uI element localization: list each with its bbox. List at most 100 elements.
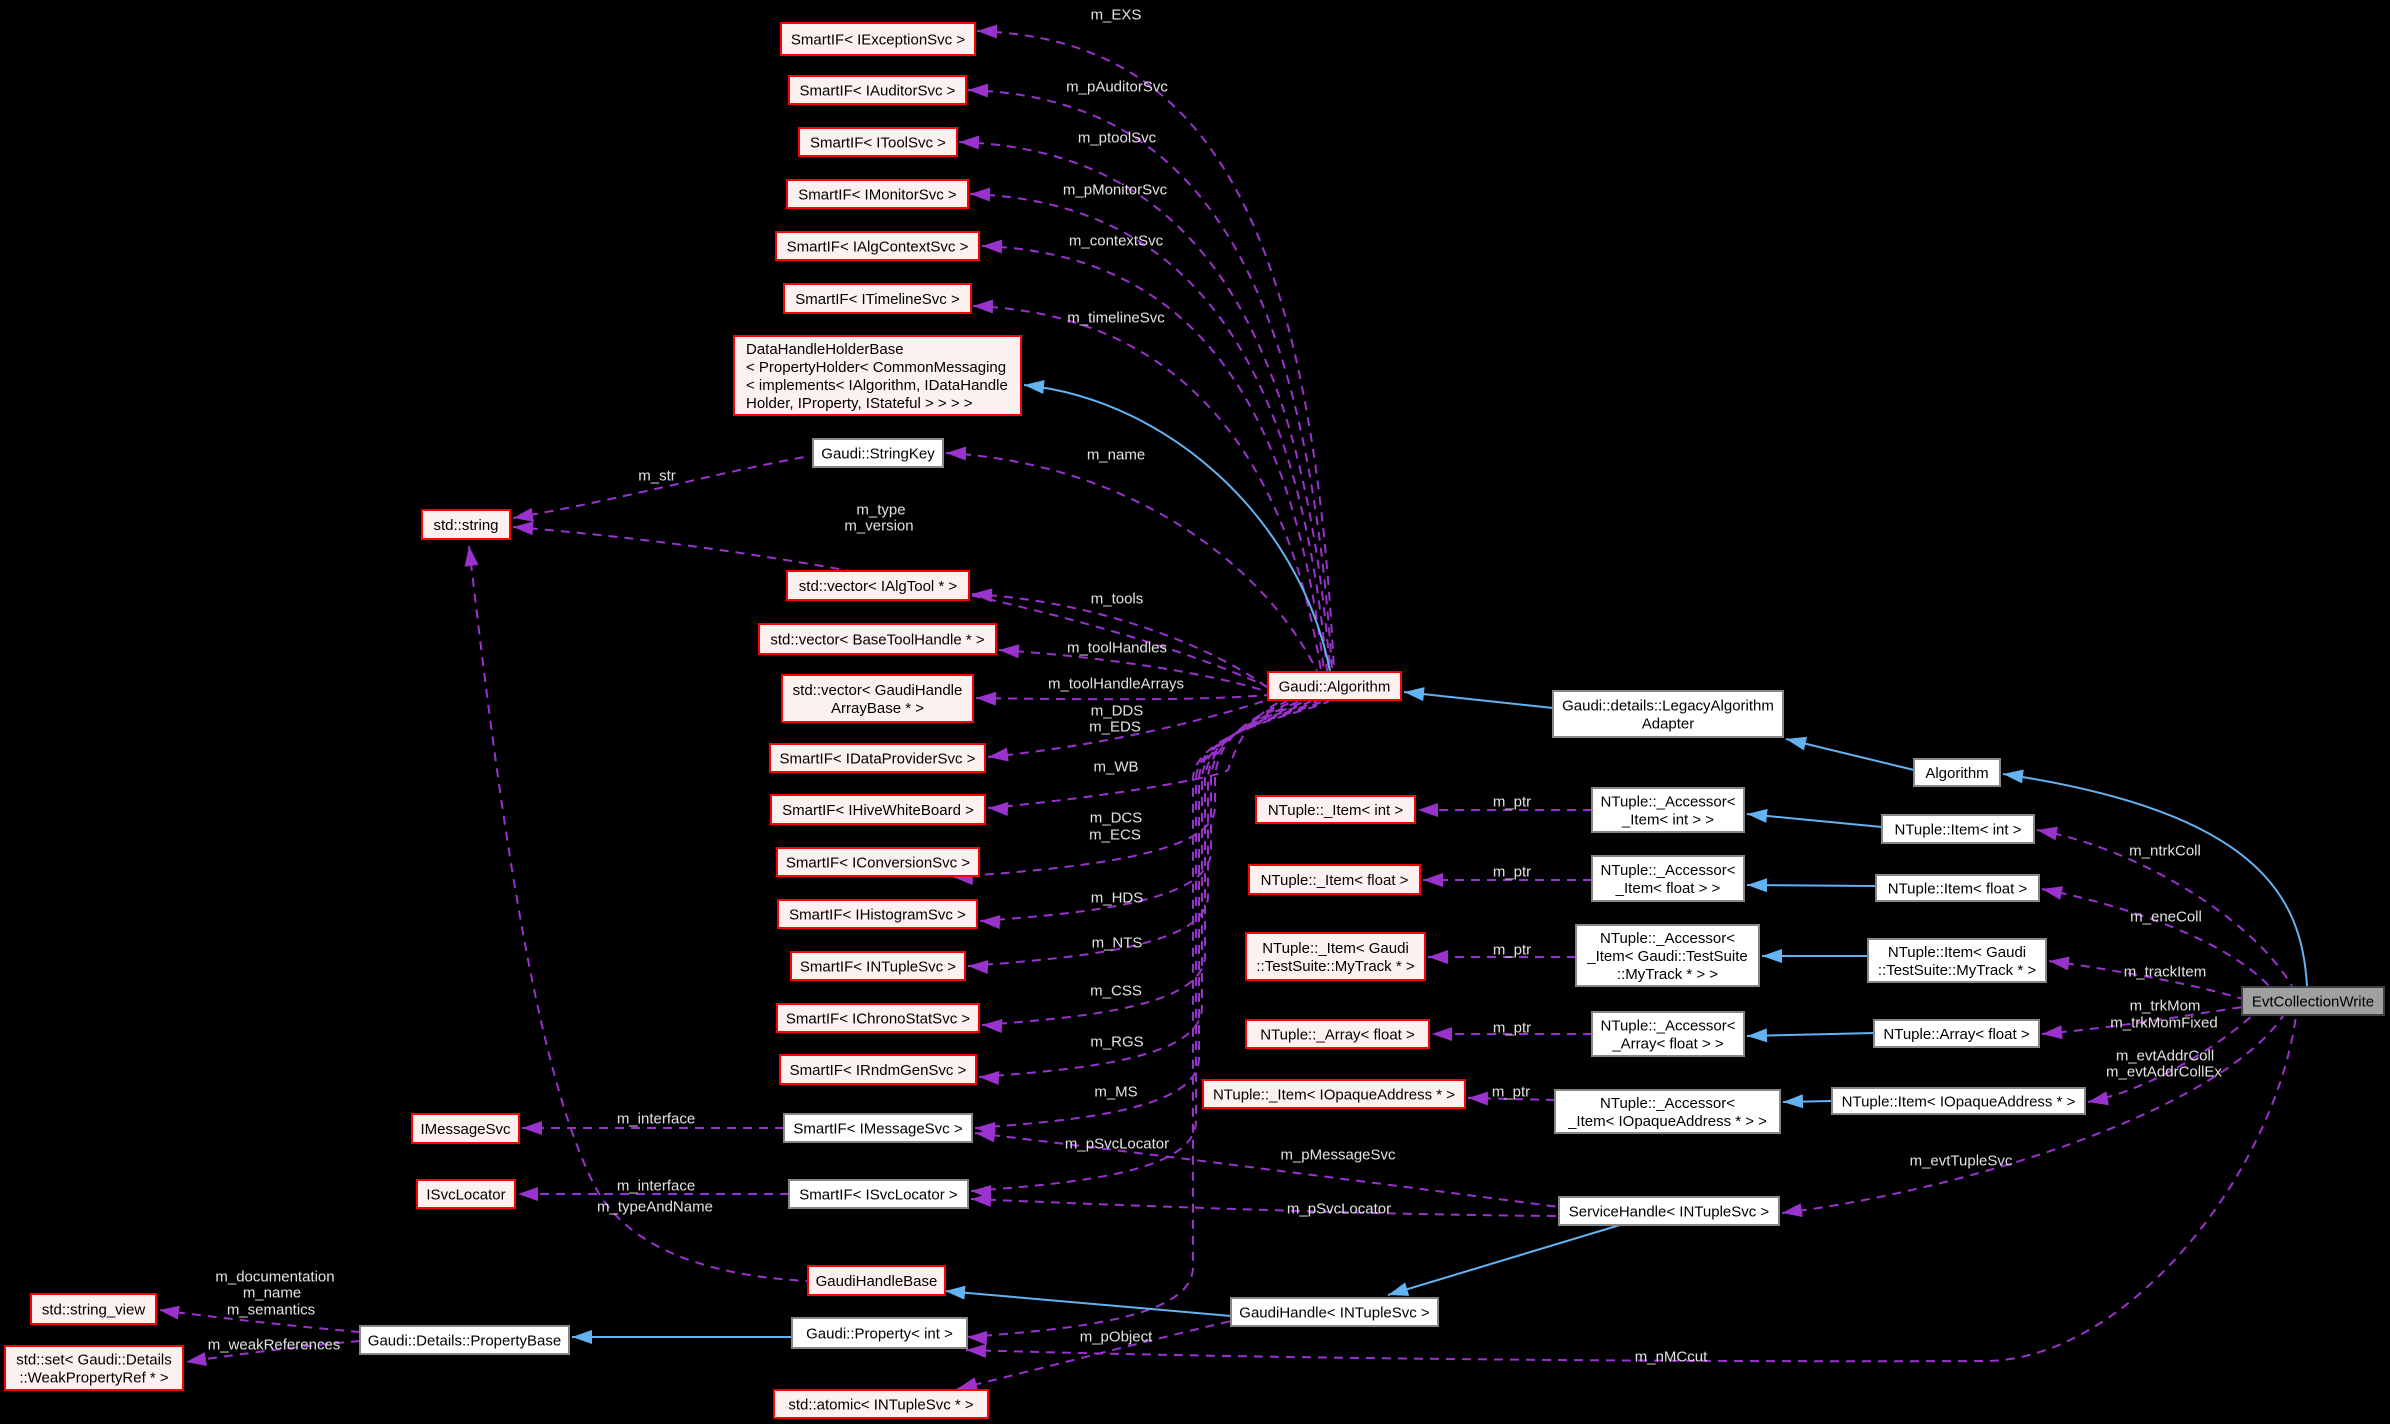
svg-text:m_pAuditorSvc: m_pAuditorSvc <box>1066 78 1168 95</box>
svg-text:m_pSvcLocator: m_pSvcLocator <box>1287 1200 1391 1217</box>
svg-text:SmartIF< INTupleSvc >: SmartIF< INTupleSvc > <box>800 958 956 975</box>
svg-text:m_ptr: m_ptr <box>1493 941 1531 958</box>
svg-text:m_pSvcLocator: m_pSvcLocator <box>1065 1135 1169 1152</box>
svg-text:ArrayBase * >: ArrayBase * > <box>831 700 924 717</box>
svg-text:SmartIF< IMonitorSvc >: SmartIF< IMonitorSvc > <box>798 186 957 203</box>
svg-text:m_nMCcut: m_nMCcut <box>1635 1348 1708 1365</box>
svg-text:std::string_view: std::string_view <box>42 1301 146 1318</box>
svg-text:NTuple::_Accessor<: NTuple::_Accessor< <box>1601 793 1736 810</box>
svg-text:m_trkMom: m_trkMom <box>2130 997 2201 1014</box>
svg-text:_Array< float > >: _Array< float > > <box>1611 1035 1724 1052</box>
svg-text:m_ptr: m_ptr <box>1493 793 1531 810</box>
svg-text:m_str: m_str <box>638 467 676 484</box>
svg-text:m_MS: m_MS <box>1094 1083 1137 1100</box>
svg-text:< implements< IAlgorithm, IDat: < implements< IAlgorithm, IDataHandle <box>746 377 1008 394</box>
svg-text:m_ptr: m_ptr <box>1492 1083 1530 1100</box>
svg-text:NTuple::_Item< IOpaqueAddress: NTuple::_Item< IOpaqueAddress * > <box>1213 1086 1455 1103</box>
svg-text:m_toolHandles: m_toolHandles <box>1067 639 1167 656</box>
svg-text:SmartIF< IAuditorSvc >: SmartIF< IAuditorSvc > <box>800 82 956 99</box>
svg-text:SmartIF< IDataProviderSvc >: SmartIF< IDataProviderSvc > <box>780 750 976 767</box>
svg-text:Algorithm: Algorithm <box>1925 765 1988 782</box>
svg-text:NTuple::_Accessor<: NTuple::_Accessor< <box>1600 1095 1735 1112</box>
svg-text:NTuple::_Item< Gaudi: NTuple::_Item< Gaudi <box>1262 940 1409 957</box>
svg-text:ISvcLocator: ISvcLocator <box>426 1186 505 1203</box>
svg-text:m_HDS: m_HDS <box>1091 889 1144 906</box>
svg-text:m_pMessageSvc: m_pMessageSvc <box>1280 1146 1396 1163</box>
svg-text:Gaudi::StringKey: Gaudi::StringKey <box>821 445 935 462</box>
svg-text:NTuple::_Accessor<: NTuple::_Accessor< <box>1600 930 1735 947</box>
svg-text:m_toolHandleArrays: m_toolHandleArrays <box>1048 675 1184 692</box>
svg-text:m_EXS: m_EXS <box>1091 6 1142 23</box>
svg-text:m_ptr: m_ptr <box>1493 1019 1531 1036</box>
svg-text:SmartIF< IConversionSvc >: SmartIF< IConversionSvc > <box>786 854 970 871</box>
svg-text:m_weakReferences: m_weakReferences <box>208 1336 341 1353</box>
svg-text:m_timelineSvc: m_timelineSvc <box>1067 309 1165 326</box>
svg-text:m_ECS: m_ECS <box>1089 826 1141 843</box>
svg-text:m_ntrkColl: m_ntrkColl <box>2129 842 2201 859</box>
svg-text:_Item< int > >: _Item< int > > <box>1621 811 1714 828</box>
svg-text:m_EDS: m_EDS <box>1089 718 1141 735</box>
svg-text:m_typeAndName: m_typeAndName <box>597 1198 713 1215</box>
svg-text:std::vector< BaseToolHandle *: std::vector< BaseToolHandle * > <box>770 631 985 648</box>
svg-text:std::vector< IAlgTool * >: std::vector< IAlgTool * > <box>799 578 958 595</box>
svg-text:NTuple::_Accessor<: NTuple::_Accessor< <box>1601 862 1736 879</box>
svg-text:m_documentation: m_documentation <box>215 1268 334 1285</box>
svg-text:m_NTS: m_NTS <box>1092 934 1143 951</box>
svg-text:SmartIF< IToolSvc >: SmartIF< IToolSvc > <box>810 134 946 151</box>
svg-text:SmartIF< ISvcLocator >: SmartIF< ISvcLocator > <box>799 1186 958 1203</box>
svg-text:SmartIF< ITimelineSvc >: SmartIF< ITimelineSvc > <box>795 291 960 308</box>
svg-text:SmartIF< IChronoStatSvc >: SmartIF< IChronoStatSvc > <box>786 1010 970 1027</box>
svg-text:m_trackItem: m_trackItem <box>2124 963 2207 980</box>
svg-text:m_WB: m_WB <box>1094 758 1139 775</box>
svg-text:std::set< Gaudi::Details: std::set< Gaudi::Details <box>16 1351 172 1368</box>
svg-text:NTuple::Array< float >: NTuple::Array< float > <box>1883 1026 2029 1043</box>
svg-text:GaudiHandleBase: GaudiHandleBase <box>816 1273 938 1290</box>
svg-text:m_eneColl: m_eneColl <box>2130 908 2202 925</box>
svg-text:SmartIF< IAlgContextSvc >: SmartIF< IAlgContextSvc > <box>787 238 969 255</box>
svg-text:SmartIF< IMessageSvc >: SmartIF< IMessageSvc > <box>793 1120 962 1137</box>
svg-text:_Item< IOpaqueAddress * > >: _Item< IOpaqueAddress * > > <box>1567 1113 1767 1130</box>
svg-text:NTuple::_Item< float >: NTuple::_Item< float > <box>1261 872 1409 889</box>
svg-text:m_ptoolSvc: m_ptoolSvc <box>1078 129 1157 146</box>
svg-text:EvtCollectionWrite: EvtCollectionWrite <box>2252 993 2374 1010</box>
svg-text:SmartIF< IHistogramSvc >: SmartIF< IHistogramSvc > <box>789 906 966 923</box>
svg-text:m_trkMomFixed: m_trkMomFixed <box>2110 1014 2218 1031</box>
svg-text:m_RGS: m_RGS <box>1090 1033 1143 1050</box>
svg-text:NTuple::Item< float >: NTuple::Item< float > <box>1888 880 2028 897</box>
svg-text:m_name: m_name <box>243 1284 301 1301</box>
svg-text:NTuple::_Array< float >: NTuple::_Array< float > <box>1260 1026 1415 1043</box>
svg-text:m_CSS: m_CSS <box>1090 982 1142 999</box>
svg-text:m_ptr: m_ptr <box>1493 863 1531 880</box>
svg-text:_Item< float > >: _Item< float > > <box>1615 880 1721 897</box>
svg-text:NTuple::Item< IOpaqueAddress *: NTuple::Item< IOpaqueAddress * > <box>1842 1093 2076 1110</box>
svg-text:::TestSuite::MyTrack * >: ::TestSuite::MyTrack * > <box>1878 962 2036 979</box>
svg-text:NTuple::_Item< int >: NTuple::_Item< int > <box>1268 802 1404 819</box>
svg-text:m_evtAddrColl: m_evtAddrColl <box>2116 1047 2214 1064</box>
svg-text:m_evtTupleSvc: m_evtTupleSvc <box>1910 1152 2013 1169</box>
svg-text:SmartIF< IExceptionSvc >: SmartIF< IExceptionSvc > <box>791 31 965 48</box>
svg-text:m_DCS: m_DCS <box>1090 809 1143 826</box>
svg-text:SmartIF< IRndmGenSvc >: SmartIF< IRndmGenSvc > <box>790 1062 967 1079</box>
svg-text:Gaudi::Details::PropertyBase: Gaudi::Details::PropertyBase <box>368 1332 561 1349</box>
svg-text:ServiceHandle< INTupleSvc >: ServiceHandle< INTupleSvc > <box>1569 1203 1770 1220</box>
svg-text:m_interface: m_interface <box>617 1177 695 1194</box>
svg-text:m_evtAddrCollEx: m_evtAddrCollEx <box>2106 1063 2222 1080</box>
svg-text:m_pMonitorSvc: m_pMonitorSvc <box>1063 181 1168 198</box>
svg-text:Holder, IProperty, IStateful >: Holder, IProperty, IStateful > > > > <box>746 395 973 412</box>
svg-text:_Item< Gaudi::TestSuite: _Item< Gaudi::TestSuite <box>1586 948 1748 965</box>
svg-text:m_DDS: m_DDS <box>1091 702 1144 719</box>
svg-text:NTuple::Item< int >: NTuple::Item< int > <box>1894 821 2021 838</box>
svg-text:m_interface: m_interface <box>617 1110 695 1127</box>
svg-text:m_pObject: m_pObject <box>1080 1328 1153 1345</box>
svg-text:Gaudi::Algorithm: Gaudi::Algorithm <box>1279 678 1391 695</box>
svg-text:NTuple::_Accessor<: NTuple::_Accessor< <box>1601 1017 1736 1034</box>
svg-text:NTuple::Item< Gaudi: NTuple::Item< Gaudi <box>1888 944 2026 961</box>
svg-text:::MyTrack * > >: ::MyTrack * > > <box>1617 966 1718 983</box>
svg-text:::WeakPropertyRef * >: ::WeakPropertyRef * > <box>19 1369 169 1386</box>
svg-text:m_tools: m_tools <box>1091 590 1144 607</box>
svg-text:m_type: m_type <box>856 501 905 518</box>
svg-text:Gaudi::details::LegacyAlgorith: Gaudi::details::LegacyAlgorithm <box>1562 697 1774 714</box>
svg-text:SmartIF< IHiveWhiteBoard >: SmartIF< IHiveWhiteBoard > <box>782 802 974 819</box>
svg-text:m_contextSvc: m_contextSvc <box>1069 232 1164 249</box>
svg-text:std::string: std::string <box>433 517 498 534</box>
